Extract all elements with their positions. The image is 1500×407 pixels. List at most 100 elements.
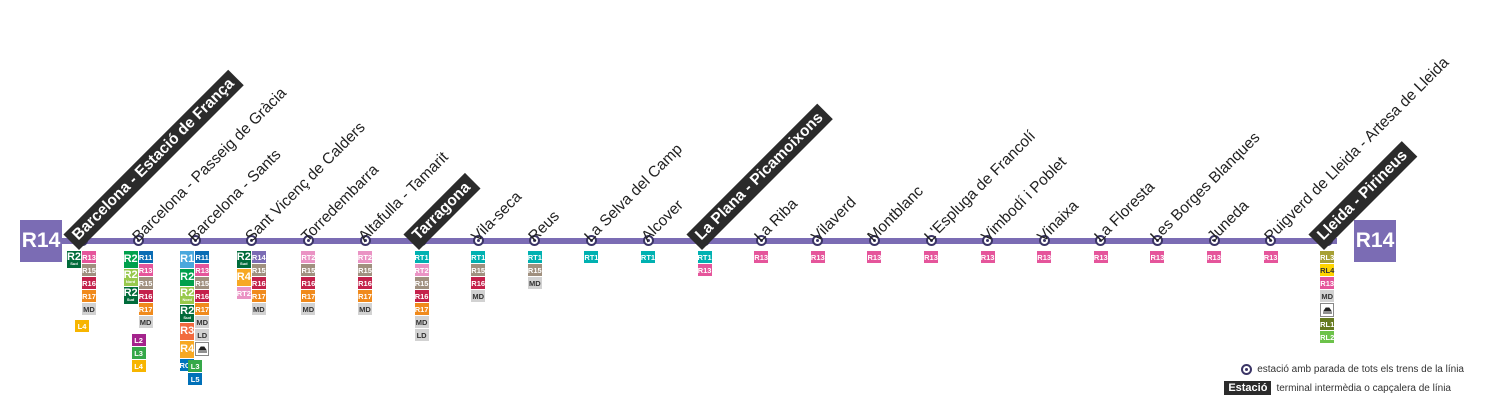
- station-name[interactable]: Montblanc: [864, 182, 928, 246]
- badge-sublabel: Sud: [183, 315, 191, 320]
- service-badge-r16: R16: [251, 277, 266, 289]
- service-badge-rt1: RT1: [471, 251, 485, 263]
- service-column: RT1: [584, 251, 598, 263]
- station-stop[interactable]: [189, 235, 201, 246]
- service-badge-r13: R13: [754, 251, 769, 263]
- station-stop[interactable]: [868, 235, 880, 246]
- badge-label: R17: [82, 291, 96, 301]
- badge-label: R15: [195, 278, 210, 288]
- badge-label: R16: [251, 278, 266, 288]
- badge-label: RL3: [1320, 252, 1335, 262]
- badge-label: MD: [139, 317, 152, 327]
- service-column: R13: [1093, 251, 1108, 263]
- badge-label: RT2: [357, 252, 373, 262]
- service-badge-r16: R16: [414, 290, 429, 302]
- service-badge-r4: R4: [237, 269, 251, 286]
- badge-label: RT1: [414, 252, 429, 262]
- station-stop[interactable]: [302, 235, 314, 246]
- service-badge-r17: R17: [414, 303, 429, 315]
- station-stop[interactable]: [1265, 235, 1277, 246]
- station-name[interactable]: Les Borges Blanques: [1147, 129, 1264, 246]
- service-badge-md: MD: [251, 303, 266, 315]
- badge-label: R13: [1263, 252, 1278, 262]
- service-badge-r3: R3: [180, 323, 194, 340]
- badge-sublabel: Nord: [125, 279, 136, 284]
- station-stop[interactable]: [1208, 235, 1220, 246]
- badge-label: R16: [301, 278, 316, 288]
- badge-sublabel: Sud: [126, 297, 135, 302]
- badge-label: MD: [528, 278, 541, 288]
- station-stop[interactable]: [755, 235, 767, 246]
- service-badge-r15: R15: [471, 264, 486, 276]
- badge-label: R15: [527, 265, 542, 275]
- service-badge-r15: R15: [527, 264, 542, 276]
- line-badge-right: R14: [1354, 220, 1396, 262]
- station-name[interactable]: Puigverd de Lleida - Artesa de Lleida: [1260, 54, 1453, 246]
- badge-label: R2: [123, 253, 138, 265]
- service-badge-rt1: RT1: [584, 251, 598, 263]
- service-badge-md: MD: [138, 316, 153, 328]
- station-stop[interactable]: [472, 235, 484, 246]
- service-badge-r17: R17: [195, 303, 210, 315]
- legend-terminal: Estació terminal intermèdia o capçalera …: [1224, 381, 1451, 395]
- badge-label: L5: [190, 374, 200, 384]
- badge-label: RT1: [640, 252, 656, 262]
- station-name[interactable]: La Floresta: [1091, 178, 1158, 246]
- station-name[interactable]: La Selva del Camp: [581, 140, 687, 246]
- badge-label: R4: [236, 271, 251, 283]
- badge-label: R2: [123, 287, 138, 299]
- station-stop[interactable]: [1095, 235, 1107, 246]
- badge-label: R16: [195, 291, 210, 301]
- service-column: R13: [754, 251, 769, 263]
- station-stop[interactable]: [529, 235, 541, 246]
- station-stop[interactable]: [133, 235, 145, 246]
- station-stop[interactable]: [982, 235, 994, 246]
- legend-stop-text: estació amb parada de tots els trens de …: [1257, 364, 1464, 375]
- service-column: R13: [1150, 251, 1165, 263]
- station-stop[interactable]: [1038, 235, 1050, 246]
- badge-label: MD: [302, 304, 315, 314]
- service-column: R13: [1037, 251, 1052, 263]
- badge-label: RL1: [1320, 319, 1335, 329]
- service-badge-rt2: RT2: [237, 287, 251, 299]
- station-stop[interactable]: [1151, 235, 1163, 246]
- badge-label: RL2: [1320, 332, 1335, 342]
- badge-label: R17: [195, 304, 210, 314]
- station-stop[interactable]: [585, 235, 597, 246]
- station-stop[interactable]: [925, 235, 937, 246]
- badge-label: R13: [82, 252, 96, 262]
- service-badge-r15: R15: [251, 264, 266, 276]
- badge-label: R13: [195, 265, 210, 275]
- station-stop[interactable]: [642, 235, 654, 246]
- station-stop[interactable]: [359, 235, 371, 246]
- service-badge-r13: R13: [1150, 251, 1165, 263]
- badge-label: R13: [697, 265, 712, 275]
- badge-label: L3: [190, 361, 200, 371]
- badge-label: RT2: [414, 265, 429, 275]
- service-badge-r17: R17: [358, 290, 372, 302]
- service-badge-r17: R17: [301, 290, 316, 302]
- station-stop[interactable]: [246, 235, 258, 246]
- badge-label: R16: [358, 278, 372, 288]
- badge-label: R17: [138, 304, 153, 314]
- service-badge-r15: R15: [414, 277, 429, 289]
- service-badge-r13: R13: [1037, 251, 1052, 263]
- badge-label: MD: [472, 291, 485, 301]
- service-badge-r13: R13: [1320, 277, 1335, 289]
- badge-label: RT2: [236, 288, 251, 298]
- service-badge-md: MD: [1320, 290, 1335, 302]
- badge-label: RT1: [697, 252, 712, 262]
- service-badge-r13: R13: [1093, 251, 1108, 263]
- station-stop[interactable]: [812, 235, 824, 246]
- station-name[interactable]: L'Espluga de Francolí: [921, 127, 1039, 246]
- badge-sublabel: Sud: [240, 261, 248, 266]
